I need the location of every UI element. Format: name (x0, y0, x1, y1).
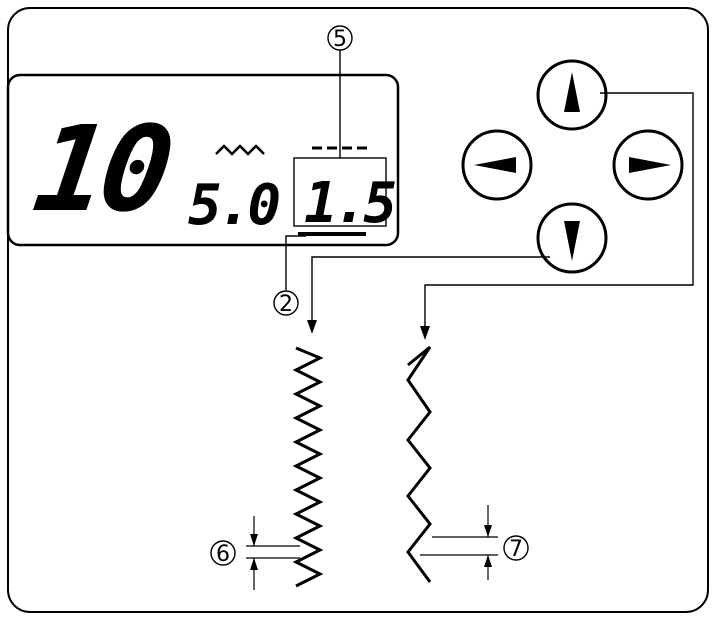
dimension-6-arrowhead-top (250, 534, 258, 546)
dimension-7-arrowhead-top (484, 525, 492, 537)
left-button[interactable] (461, 129, 533, 201)
lcd-panel: 10 5.0 1.5 (6, 73, 400, 247)
triangle-left-icon (474, 157, 516, 173)
stitch-width-value: 5.0 (188, 173, 279, 238)
triangle-up-icon (564, 72, 580, 112)
stitch-length-value: 1.5 (304, 171, 395, 236)
callout-7: 7 (420, 505, 529, 580)
right-button[interactable] (612, 129, 684, 201)
callout-6: 6 (210, 516, 300, 590)
pattern-number-display: 10 (27, 101, 178, 238)
dimension-6-arrowhead-bottom (250, 558, 258, 570)
up-button[interactable] (536, 59, 608, 131)
down-button-leader (311, 256, 550, 324)
callout-2-circle (273, 290, 299, 316)
dimension-7-arrowhead-bottom (484, 555, 492, 567)
lcd-frame (6, 73, 400, 247)
sparse-zigzag-stitch (406, 345, 432, 583)
up-button-leader (424, 92, 694, 330)
dense-zigzag-stitch (292, 346, 324, 588)
callout-7-circle (503, 535, 529, 561)
down-button[interactable] (536, 202, 608, 274)
callout-6-circle (210, 540, 236, 566)
triangle-right-icon (629, 157, 671, 173)
callout-5: 5 (327, 25, 353, 158)
callout-2-leader (285, 235, 306, 290)
callout-2-label: 2 (279, 292, 293, 317)
callout-6-label: 6 (216, 542, 230, 567)
callout-7-label: 7 (509, 537, 523, 562)
triangle-down-icon (564, 221, 580, 261)
up-leader-arrowhead (420, 326, 430, 340)
callout-5-label: 5 (333, 27, 347, 52)
stitch-width-icon (215, 144, 265, 156)
callout-2: 2 (273, 235, 306, 317)
down-leader-arrowhead (307, 320, 317, 334)
